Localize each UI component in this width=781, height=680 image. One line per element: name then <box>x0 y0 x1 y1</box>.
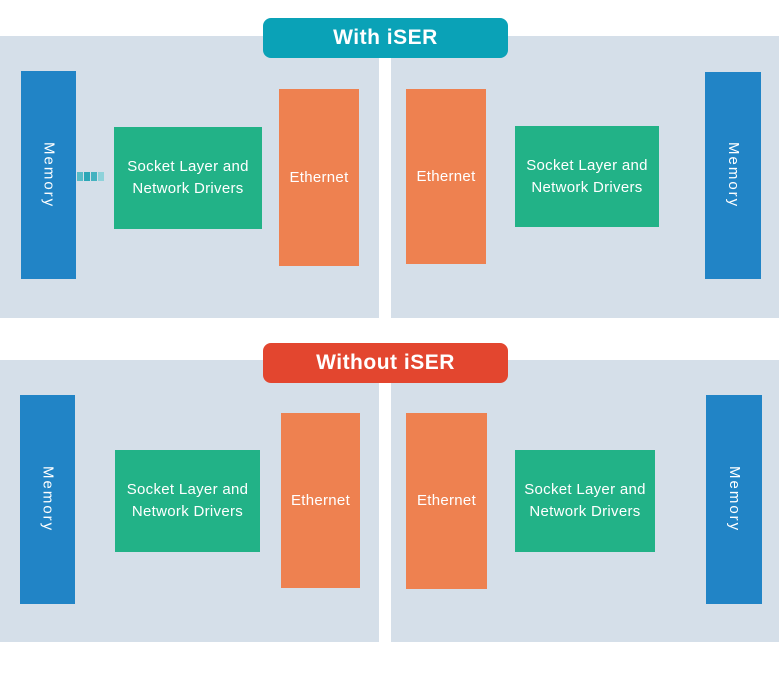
with-iser-badge: With iSER <box>263 18 508 58</box>
memory-block: Memory <box>706 395 762 604</box>
ethernet-block: Ethernet <box>281 413 360 588</box>
ethernet-block: Ethernet <box>279 89 359 266</box>
dash-segment <box>91 172 97 181</box>
dashed-memory-connector <box>77 172 104 181</box>
ethernet-label: Ethernet <box>289 168 349 186</box>
dash-segment <box>84 172 90 181</box>
dash-segment <box>77 172 83 181</box>
memory-block: Memory <box>20 395 75 604</box>
socket-layer-label: Socket Layer and Network Drivers <box>127 158 249 197</box>
memory-label: Memory <box>39 466 57 533</box>
socket-layer-label: Socket Layer and Network Drivers <box>524 481 646 520</box>
ethernet-block: Ethernet <box>406 413 487 589</box>
memory-label: Memory <box>726 466 743 533</box>
socket-layer-block: Socket Layer and Network Drivers <box>515 126 659 227</box>
dash-segment <box>98 172 104 181</box>
memory-label: Memory <box>40 141 58 209</box>
socket-layer-block: Socket Layer and Network Drivers <box>515 450 655 552</box>
socket-layer-block: Socket Layer and Network Drivers <box>114 127 262 229</box>
socket-layer-label: Socket Layer and Network Drivers <box>526 156 648 196</box>
without-iser-badge: Without iSER <box>263 343 508 383</box>
ethernet-label: Ethernet <box>416 492 477 509</box>
ethernet-block: Ethernet <box>406 89 486 264</box>
memory-block: Memory <box>705 72 761 279</box>
socket-layer-label: Socket Layer and Network Drivers <box>126 481 249 520</box>
socket-layer-block: Socket Layer and Network Drivers <box>115 450 260 552</box>
memory-block: Memory <box>21 71 76 279</box>
memory-label: Memory <box>725 142 742 209</box>
ethernet-label: Ethernet <box>290 491 351 509</box>
ethernet-label: Ethernet <box>416 167 476 185</box>
